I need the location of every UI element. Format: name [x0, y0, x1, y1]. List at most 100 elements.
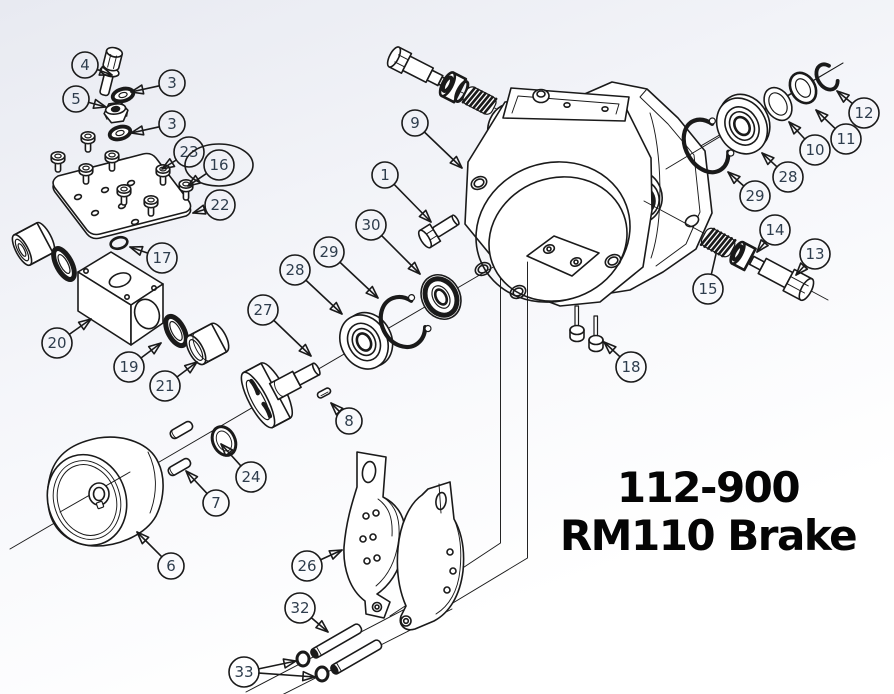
valve-assembly-right: [699, 227, 815, 302]
svg-text:29: 29: [319, 243, 338, 261]
ring-11: [788, 71, 818, 105]
valve-block-20: [77, 251, 164, 346]
title-product-name: RM110 Brake: [559, 511, 858, 560]
svg-text:1: 1: [380, 166, 390, 184]
top-mounting-pad: [502, 87, 630, 122]
svg-text:22: 22: [210, 196, 229, 214]
callout-22: 22: [204, 189, 236, 221]
svg-text:32: 32: [290, 599, 309, 617]
callout-29: 29: [313, 236, 345, 268]
callout-9: 9: [401, 109, 429, 137]
callout-11: 11: [830, 123, 862, 155]
valve-plug-13: [748, 255, 815, 302]
svg-text:27: 27: [253, 301, 272, 319]
callout-7: 7: [202, 489, 230, 517]
camshaft-27: [240, 362, 321, 429]
svg-text:20: 20: [47, 334, 66, 352]
callout-28: 28: [279, 254, 311, 286]
callout-balloons: 4533231622172019219130292827812111028291…: [41, 51, 880, 688]
callout-27: 27: [247, 294, 279, 326]
svg-text:16: 16: [209, 156, 228, 174]
highlight-ellipse: [184, 143, 254, 187]
svg-text:12: 12: [854, 104, 873, 122]
callout-26: 26: [291, 550, 323, 582]
callout-17: 17: [146, 242, 178, 274]
callout-24: 24: [235, 461, 267, 493]
o-rings-33: [295, 650, 330, 683]
hex-bolt-4: [99, 46, 124, 97]
callout-3: 3: [158, 110, 186, 138]
hex-bolt-1: [417, 214, 460, 249]
callout-16: 16: [184, 143, 254, 187]
svg-text:8: 8: [344, 412, 354, 430]
callout-20: 20: [41, 327, 73, 359]
inner-pocket: [526, 235, 600, 277]
svg-text:13: 13: [805, 245, 824, 263]
title-block: 112-900 RM110 Brake: [512, 464, 894, 560]
callout-13: 13: [799, 238, 831, 270]
svg-text:17: 17: [152, 249, 171, 267]
callout-29: 29: [739, 180, 771, 212]
oil-seal-30: [420, 274, 462, 320]
callout-21: 21: [149, 370, 181, 402]
seal-19: [163, 313, 189, 349]
washer-3a: [109, 84, 137, 106]
svg-text:11: 11: [836, 130, 855, 148]
valve-assembly-top: [386, 46, 498, 115]
callout-28: 28: [772, 161, 804, 193]
svg-text:15: 15: [698, 280, 717, 298]
svg-text:28: 28: [285, 261, 304, 279]
title-part-number: 112-900: [616, 463, 801, 512]
svg-text:4: 4: [80, 56, 90, 74]
svg-text:33: 33: [234, 663, 253, 681]
bearing-28-right: [715, 93, 771, 155]
svg-text:5: 5: [71, 90, 81, 108]
svg-text:7: 7: [211, 494, 221, 512]
callout-23: 23: [173, 136, 205, 168]
callout-1: 1: [371, 161, 399, 189]
valve-spring-top: [461, 86, 498, 115]
callout-4: 4: [71, 51, 99, 79]
svg-text:10: 10: [805, 141, 824, 159]
callout-5: 5: [62, 85, 90, 113]
snap-ring-12: [814, 62, 840, 92]
svg-text:9: 9: [410, 114, 420, 132]
brake-shoe-right-26: [396, 481, 465, 631]
locknut-5: [103, 101, 129, 124]
callout-15: 15: [692, 273, 724, 305]
callout-33: 33: [228, 656, 260, 688]
svg-text:21: 21: [155, 377, 174, 395]
callout-8: 8: [335, 407, 363, 435]
anchor-pins-32: [310, 623, 383, 675]
piston-21: [185, 322, 230, 366]
callout-19: 19: [113, 351, 145, 383]
key-8: [316, 387, 332, 399]
callout-14: 14: [759, 214, 791, 246]
svg-text:24: 24: [241, 468, 260, 486]
callout-32: 32: [284, 592, 316, 624]
drum-6: [46, 436, 164, 547]
washer-3b: [106, 122, 134, 144]
svg-text:14: 14: [765, 221, 784, 239]
callout-30: 30: [355, 209, 387, 241]
svg-text:23: 23: [179, 143, 198, 161]
svg-text:30: 30: [361, 216, 380, 234]
brake-housing-9: [464, 81, 713, 307]
callout-18: 18: [615, 351, 647, 383]
washer-10: [763, 86, 793, 122]
callout-12: 12: [848, 97, 880, 129]
dowel-pins-7: [167, 420, 194, 477]
callout-6: 6: [157, 552, 185, 580]
snap-ring-29-right: [681, 117, 735, 175]
callout-3: 3: [158, 69, 186, 97]
callout-10: 10: [799, 134, 831, 166]
seal-ring-left: [51, 246, 77, 282]
svg-text:3: 3: [167, 74, 177, 92]
spacer-cylinder: [11, 221, 56, 267]
valve-spring-15: [699, 227, 737, 258]
svg-text:6: 6: [166, 557, 176, 575]
snap-ring-29-left: [378, 294, 432, 350]
bearing-28-left: [339, 311, 394, 370]
brake-shoe-left-26: [343, 451, 407, 619]
